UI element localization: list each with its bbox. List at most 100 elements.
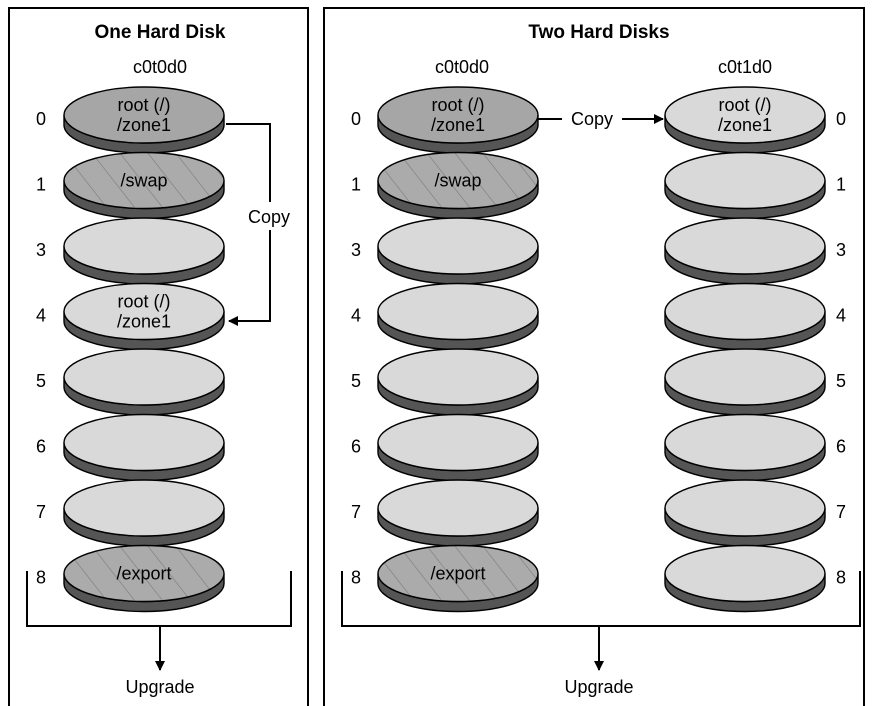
left-disk-slice-1: /swap 1 <box>36 151 225 220</box>
right-disk-a-slice-5: 5 <box>351 348 539 416</box>
right-disk-b-slice-7-number: 7 <box>836 502 846 522</box>
right-disk-a-slice-3: 3 <box>351 217 539 285</box>
left-disk-slice-6-number: 6 <box>36 437 46 457</box>
right-disk-b-slice-1-number: 1 <box>836 175 846 195</box>
left-disk-slice-1-label: /swap <box>120 171 167 191</box>
right-disk-a-slice-8-number: 8 <box>351 568 361 588</box>
right-disk-a-slice-6-number: 6 <box>351 437 361 457</box>
right-panel-frame <box>323 7 865 706</box>
right-disk-a-slice-8-label: /export <box>430 564 485 584</box>
right-disk-a-slice-0-number: 0 <box>351 109 361 129</box>
right-disk-a-slice-8-top <box>377 544 539 603</box>
right-upgrade-label: Upgrade <box>564 677 633 697</box>
right-disk-b-slice-7-top <box>664 479 826 537</box>
left-panel-title: One Hard Disk <box>95 22 226 43</box>
right-disk-b-slice-0: root (/)/zone1 0 <box>664 86 846 154</box>
left-copy-label-bg <box>238 202 300 230</box>
right-disk-b-slice-8: 8 <box>664 544 846 613</box>
left-disk-slice-4-number: 4 <box>36 306 46 326</box>
left-upgrade-label: Upgrade <box>125 677 194 697</box>
right-disk-a-slice-0-top <box>377 86 539 144</box>
left-disk-slice-8-number: 8 <box>36 568 46 588</box>
left-disk-slice-1-top <box>63 151 225 210</box>
left-disk-slice-5-top <box>63 348 225 406</box>
left-disk-slice-8: /export 8 <box>36 544 225 613</box>
left-panel-frame <box>8 7 309 706</box>
left-disk-slice-7-top <box>63 479 225 537</box>
right-disk-a-slice-7-top <box>377 479 539 537</box>
left-disk-slice-6-top <box>63 413 225 472</box>
left-disk-slice-3: 3 <box>36 217 225 285</box>
right-disk-b-slice-6-number: 6 <box>836 437 846 457</box>
right-disk-a-slice-0-label: /zone1 <box>431 115 485 135</box>
left-disk-slice-5: 5 <box>36 348 225 416</box>
left-disk-slice-3-number: 3 <box>36 240 46 260</box>
right-upgrade-bracket <box>341 571 861 627</box>
right-disk-a-slice-7: 7 <box>351 479 539 547</box>
left-disk-slice-6: 6 <box>36 413 225 482</box>
right-disk-b-slice-0-label: root (/) <box>718 95 771 115</box>
right-disk-b-slice-4-number: 4 <box>836 306 846 326</box>
right-disk-b-slice-5: 5 <box>664 348 846 416</box>
right-disk-b-slice-8-top <box>664 544 826 603</box>
right-disk-b-slice-1-top <box>664 151 826 210</box>
right-disk-a-slice-4-number: 4 <box>351 306 361 326</box>
right-disk-a-slice-4: 4 <box>351 282 539 351</box>
right-disk-b-slice-5-number: 5 <box>836 371 846 391</box>
left-disk-slice-1-number: 1 <box>36 175 46 195</box>
right-disk-a-slice-1-number: 1 <box>351 175 361 195</box>
right-disk-a-slice-1-label: /swap <box>434 171 481 191</box>
right-disk-a-slice-0-label: root (/) <box>431 95 484 115</box>
left-disk-slice-4: root (/)/zone1 4 <box>36 282 225 351</box>
right-disk-b-slice-5-top <box>664 348 826 406</box>
right-disk-b-slice-8-number: 8 <box>836 568 846 588</box>
left-disk-slice-0-label: root (/) <box>117 95 170 115</box>
left-disk-slice-0: root (/)/zone1 0 <box>36 86 225 154</box>
right-disk-b-slice-3-top <box>664 217 826 275</box>
left-disk-slice-0-number: 0 <box>36 109 46 129</box>
right-disk-b-slice-7: 7 <box>664 479 846 547</box>
left-disk-slice-0-top <box>63 86 225 144</box>
right-disk-a-slice-0: root (/)/zone1 0 <box>351 86 539 154</box>
left-disk-slice-5-number: 5 <box>36 371 46 391</box>
left-disk-slice-3-top <box>63 217 225 275</box>
right-disk-b-slice-0-label: /zone1 <box>718 115 772 135</box>
left-disk-name: c0t0d0 <box>133 57 187 77</box>
right-disk-b-slice-0-number: 0 <box>836 109 846 129</box>
right-disk-a-slice-6: 6 <box>351 413 539 482</box>
right-disk-a-slice-3-number: 3 <box>351 240 361 260</box>
left-disk-slice-4-label: root (/) <box>117 292 170 312</box>
right-copy-label: Copy <box>571 109 613 129</box>
right-disk-b-stack: root (/)/zone1 0 1 3 4 5 6 7 8 <box>664 86 846 613</box>
right-disk-b-slice-6-top <box>664 413 826 472</box>
left-disk-slice-0-label: /zone1 <box>117 115 171 135</box>
right-disk-a-slice-4-top <box>377 282 539 341</box>
left-copy-label: Copy <box>248 207 290 227</box>
right-disk-a-name: c0t0d0 <box>435 57 489 77</box>
right-disk-a-slice-8: /export 8 <box>351 544 539 613</box>
right-disk-b-name: c0t1d0 <box>718 57 772 77</box>
left-disk-slice-8-top <box>63 544 225 603</box>
right-disk-b-slice-1: 1 <box>664 151 846 220</box>
right-disk-a-slice-5-top <box>377 348 539 406</box>
right-disk-a-slice-5-number: 5 <box>351 371 361 391</box>
right-disk-b-slice-3-number: 3 <box>836 240 846 260</box>
right-disk-b-slice-6: 6 <box>664 413 846 482</box>
right-disk-b-slice-0-top <box>664 86 826 144</box>
left-disk-slice-4-top <box>63 282 225 341</box>
right-disk-b-slice-4-top <box>664 282 826 341</box>
right-disk-a-slice-3-top <box>377 217 539 275</box>
right-disk-a-slice-1: /swap 1 <box>351 151 539 220</box>
right-disk-a-slice-6-top <box>377 413 539 472</box>
left-disk-slice-4-label: /zone1 <box>117 312 171 332</box>
right-panel-title: Two Hard Disks <box>528 22 669 43</box>
left-disk-slice-8-label: /export <box>116 564 171 584</box>
left-disk-slice-7: 7 <box>36 479 225 547</box>
right-disk-b-slice-4: 4 <box>664 282 846 351</box>
right-disk-a-slice-7-number: 7 <box>351 502 361 522</box>
right-disk-b-slice-3: 3 <box>664 217 846 285</box>
right-disk-a-stack: root (/)/zone1 0/swap 1 3 4 5 6 7/export 8 <box>351 86 539 613</box>
left-disk-slice-7-number: 7 <box>36 502 46 522</box>
